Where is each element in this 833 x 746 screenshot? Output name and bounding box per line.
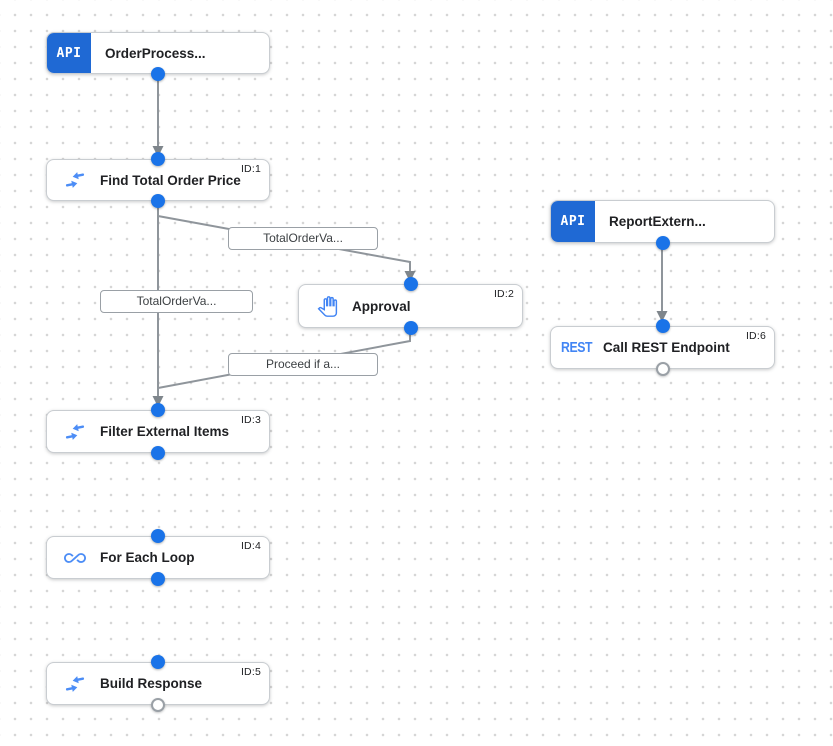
connection-dot[interactable]	[655, 236, 670, 250]
arrowhead-icon	[404, 271, 416, 282]
connection-dot[interactable]	[151, 152, 165, 166]
edge-condition-label[interactable]: TotalOrderVa...	[228, 227, 378, 250]
node-id-badge: ID:1	[240, 163, 261, 175]
node-find-total-order-price[interactable]: Find Total Order Price ID:1	[46, 152, 270, 208]
edge-condition-label[interactable]: TotalOrderVa...	[100, 290, 253, 313]
rest-icon: REST	[561, 339, 593, 356]
node-id-badge: ID:4	[240, 540, 261, 552]
connection-dot[interactable]	[151, 403, 165, 417]
node-title: For Each Loop	[100, 550, 195, 565]
connection-dot-open[interactable]	[151, 698, 165, 712]
node-approval[interactable]: Approval ID:2	[298, 277, 523, 335]
node-title: Approval	[352, 298, 411, 314]
edge-condition-label[interactable]: Proceed if a...	[228, 353, 378, 376]
node-call-rest-endpoint[interactable]: REST Call REST Endpoint ID:6	[550, 319, 775, 376]
arrowhead-icon	[656, 311, 668, 322]
arrowhead-icon	[152, 396, 164, 407]
data-mapping-icon	[63, 672, 87, 696]
node-title: ReportExtern...	[609, 214, 706, 229]
data-mapping-icon	[63, 168, 87, 192]
node-title: Filter External Items	[100, 424, 230, 439]
connection-dot[interactable]	[151, 529, 165, 543]
api-trigger-icon: API	[551, 201, 595, 242]
connection-dot[interactable]	[151, 655, 165, 669]
data-mapping-icon	[63, 420, 87, 444]
connection-dot[interactable]	[151, 194, 165, 208]
node-title: Find Total Order Price	[100, 172, 241, 188]
node-build-response[interactable]: Build Response ID:5	[46, 655, 270, 712]
node-id-badge: ID:6	[745, 330, 766, 342]
node-filter-external-items[interactable]: Filter External Items ID:3	[46, 403, 270, 460]
node-report-extern-trigger[interactable]: API ReportExtern...	[550, 200, 775, 250]
connection-dot[interactable]	[151, 446, 165, 460]
node-title: OrderProcess...	[105, 45, 206, 61]
connection-dot-open[interactable]	[655, 362, 670, 376]
node-for-each-loop[interactable]: For Each Loop ID:4	[46, 529, 270, 586]
node-id-badge: ID:3	[240, 414, 261, 426]
node-title: Call REST Endpoint	[603, 340, 730, 355]
api-trigger-icon: API	[47, 33, 91, 73]
connection-dot[interactable]	[151, 67, 165, 81]
infinity-icon	[63, 546, 87, 570]
connection-dot[interactable]	[151, 572, 165, 586]
pan-tool-icon	[315, 294, 339, 318]
node-id-badge: ID:2	[493, 288, 514, 300]
connection-dot[interactable]	[655, 319, 670, 333]
node-id-badge: ID:5	[240, 666, 261, 678]
node-order-process-trigger[interactable]: API OrderProcess...	[46, 32, 270, 81]
node-title: Build Response	[100, 676, 203, 691]
connection-dot[interactable]	[403, 321, 418, 335]
arrowhead-icon	[152, 146, 164, 157]
connection-dot[interactable]	[403, 277, 418, 291]
